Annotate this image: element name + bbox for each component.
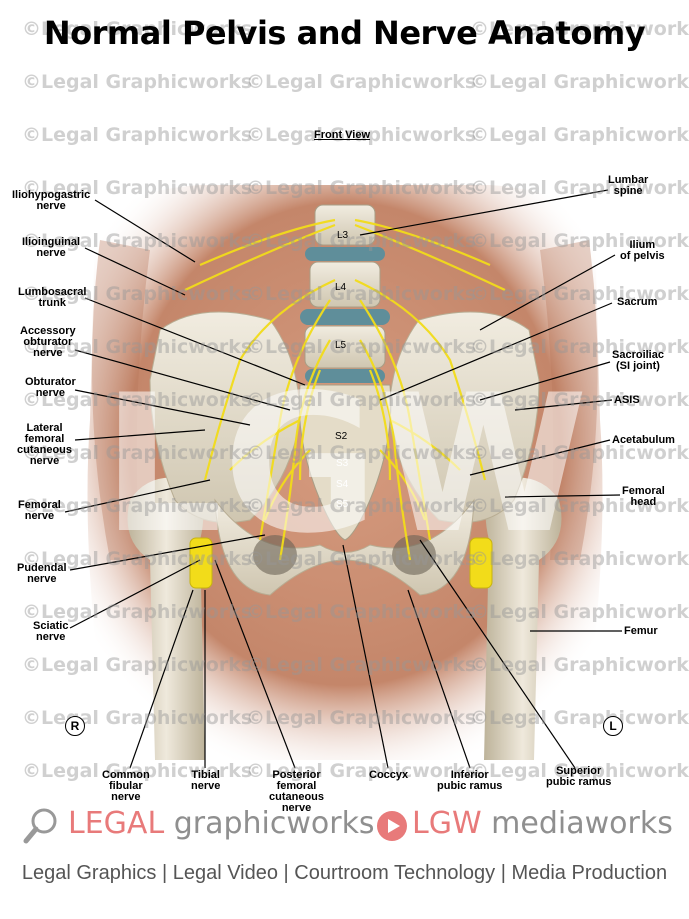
label-accessory-obturator-nerve: Accessory obturator nerve	[20, 325, 76, 359]
left-obturator-foramen	[392, 535, 436, 575]
label-lumbar-spine: Lumbar spine	[608, 174, 649, 197]
right-femur	[127, 477, 205, 760]
logo-rest-text: graphicworks	[164, 806, 375, 841]
vertebra-label: S4	[336, 479, 349, 490]
vertebra-label: L5	[335, 340, 347, 351]
vertebra-label: L4	[335, 282, 347, 293]
label-superior-pubic-ramus: Superior pubic ramus	[546, 765, 612, 788]
disc-L4-L5	[300, 309, 390, 325]
label-ilium-of-pelvis: Ilium of pelvis	[620, 239, 665, 262]
lgw-watermark: LGW	[102, 354, 589, 575]
label-femoral-nerve: Femoral nerve	[18, 499, 61, 522]
magnifier-logo-icon	[23, 808, 57, 844]
disc-L3-L4	[305, 247, 385, 261]
vertebra-label: L3	[337, 230, 349, 241]
view-subtitle: Front View	[314, 129, 371, 141]
play-logo-icon	[377, 811, 407, 841]
label-ilioinguinal-nerve: Ilioinguinal nerve	[22, 236, 81, 259]
right-ilium	[149, 311, 301, 523]
label-iliohypogastric-nerve: Iliohypogastric nerve	[12, 189, 91, 212]
vertebra-label: S2	[335, 431, 348, 442]
label-sacrum: Sacrum	[617, 296, 658, 308]
label-acetabulum: Acetabulum	[612, 434, 675, 446]
label-posterior-femoral-cutaneous-nerve: Posterior femoral cutaneous nerve	[269, 769, 325, 814]
logo-brand-text: LEGAL	[68, 806, 165, 841]
logo-rest-text: mediaworks	[481, 806, 673, 841]
leader-lines	[64, 189, 622, 769]
label-sciatic-nerve: Sciatic nerve	[33, 620, 69, 643]
logo-brand-text: LGW	[412, 806, 482, 841]
label-inferior-pubic-ramus: Inferior pubic ramus	[437, 769, 503, 792]
left-ilium	[388, 311, 540, 523]
label-sacroiliac-joint: Sacroiliac (SI joint)	[612, 349, 664, 372]
footer-tagline: Legal Graphics | Legal Video | Courtroom…	[21, 862, 668, 884]
left-side-marker: L	[603, 716, 623, 736]
label-lateral-femoral-cutaneous-nerve: Lateral femoral cutaneous nerve	[17, 422, 73, 467]
left-femur	[484, 477, 562, 760]
hip-shading	[540, 240, 598, 560]
label-femoral-head: Femoral head	[622, 485, 665, 508]
right-sciatic-nerve	[189, 537, 213, 589]
left-sciatic-nerve	[469, 537, 493, 589]
right-obturator-foramen	[253, 535, 297, 575]
vertebra-label: S5	[336, 499, 349, 510]
right-side-marker: R	[65, 716, 85, 736]
legal-graphicworks-logo: LEGAL graphicworks	[68, 806, 375, 841]
label-coccyx: Coccyx	[369, 769, 409, 781]
label-asis: ASIS	[614, 394, 640, 406]
label-common-fibular-nerve: Common fibular nerve	[102, 769, 150, 803]
vertebra-L5	[304, 325, 386, 369]
page-title: Normal Pelvis and Nerve Anatomy	[43, 14, 646, 52]
label-obturator-nerve: Obturator nerve	[25, 376, 76, 399]
label-pudendal-nerve: Pudendal nerve	[17, 562, 67, 585]
vertebra-L4	[309, 261, 381, 308]
label-femur: Femur	[624, 625, 658, 637]
vertebra-label: S3	[336, 458, 349, 469]
nerve-network	[184, 218, 506, 561]
hip-shading	[92, 240, 150, 560]
disc-L5-S1	[305, 369, 385, 383]
lgw-mediaworks-logo: LGW mediaworks	[412, 806, 673, 841]
label-lumbosacral-trunk: Lumbosacral trunk	[18, 286, 87, 309]
label-tibial-nerve: Tibial nerve	[191, 769, 221, 792]
